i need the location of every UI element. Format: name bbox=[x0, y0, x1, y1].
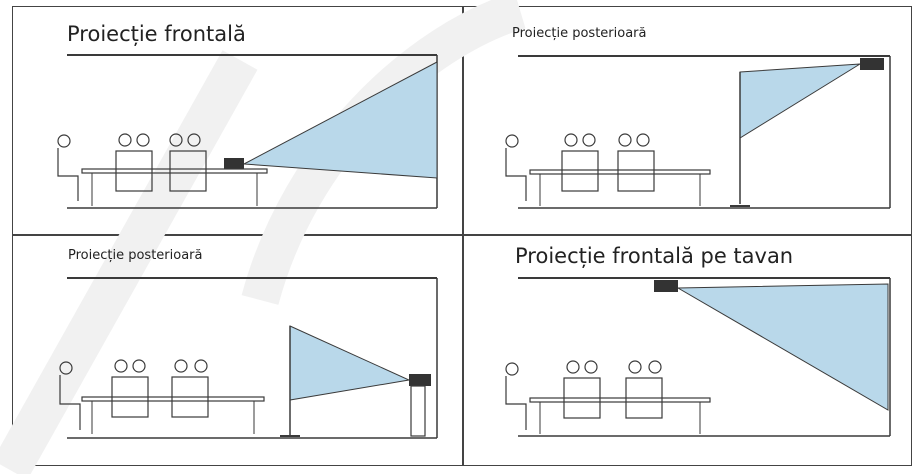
panel-rear-projection-ceiling: Proiecție posterioară bbox=[450, 6, 912, 233]
audience-icon bbox=[505, 133, 655, 201]
projector-icon bbox=[409, 374, 431, 386]
panel-caption: Proiecție frontală bbox=[67, 22, 246, 46]
panel-caption: Proiecție frontală pe tavan bbox=[515, 244, 794, 268]
projector-icon bbox=[654, 280, 678, 292]
projection-beam bbox=[242, 61, 438, 179]
panel-front-ceiling-projection: Proiecție frontală pe tavan bbox=[450, 234, 912, 466]
projection-beam bbox=[739, 63, 861, 139]
projector-icon bbox=[224, 158, 244, 169]
panel-rear-projection-floor: Proiecție posterioară bbox=[12, 234, 449, 466]
rear-projection-ceiling-illustration bbox=[505, 55, 891, 209]
rear-projection-floor-illustration bbox=[59, 277, 438, 439]
panel-front-projection: Proiecție frontală bbox=[12, 6, 449, 233]
projection-beam bbox=[676, 283, 889, 411]
front-ceiling-projection-illustration bbox=[505, 277, 891, 437]
panel-caption: Proiecție posterioară bbox=[512, 26, 647, 41]
panel-caption: Proiecție posterioară bbox=[68, 248, 203, 263]
projection-beam bbox=[289, 325, 411, 401]
audience-icon bbox=[57, 133, 207, 201]
audience-icon bbox=[59, 359, 209, 430]
front-projection-illustration bbox=[57, 54, 438, 209]
projector-icon bbox=[860, 58, 884, 70]
audience-icon bbox=[505, 360, 663, 430]
